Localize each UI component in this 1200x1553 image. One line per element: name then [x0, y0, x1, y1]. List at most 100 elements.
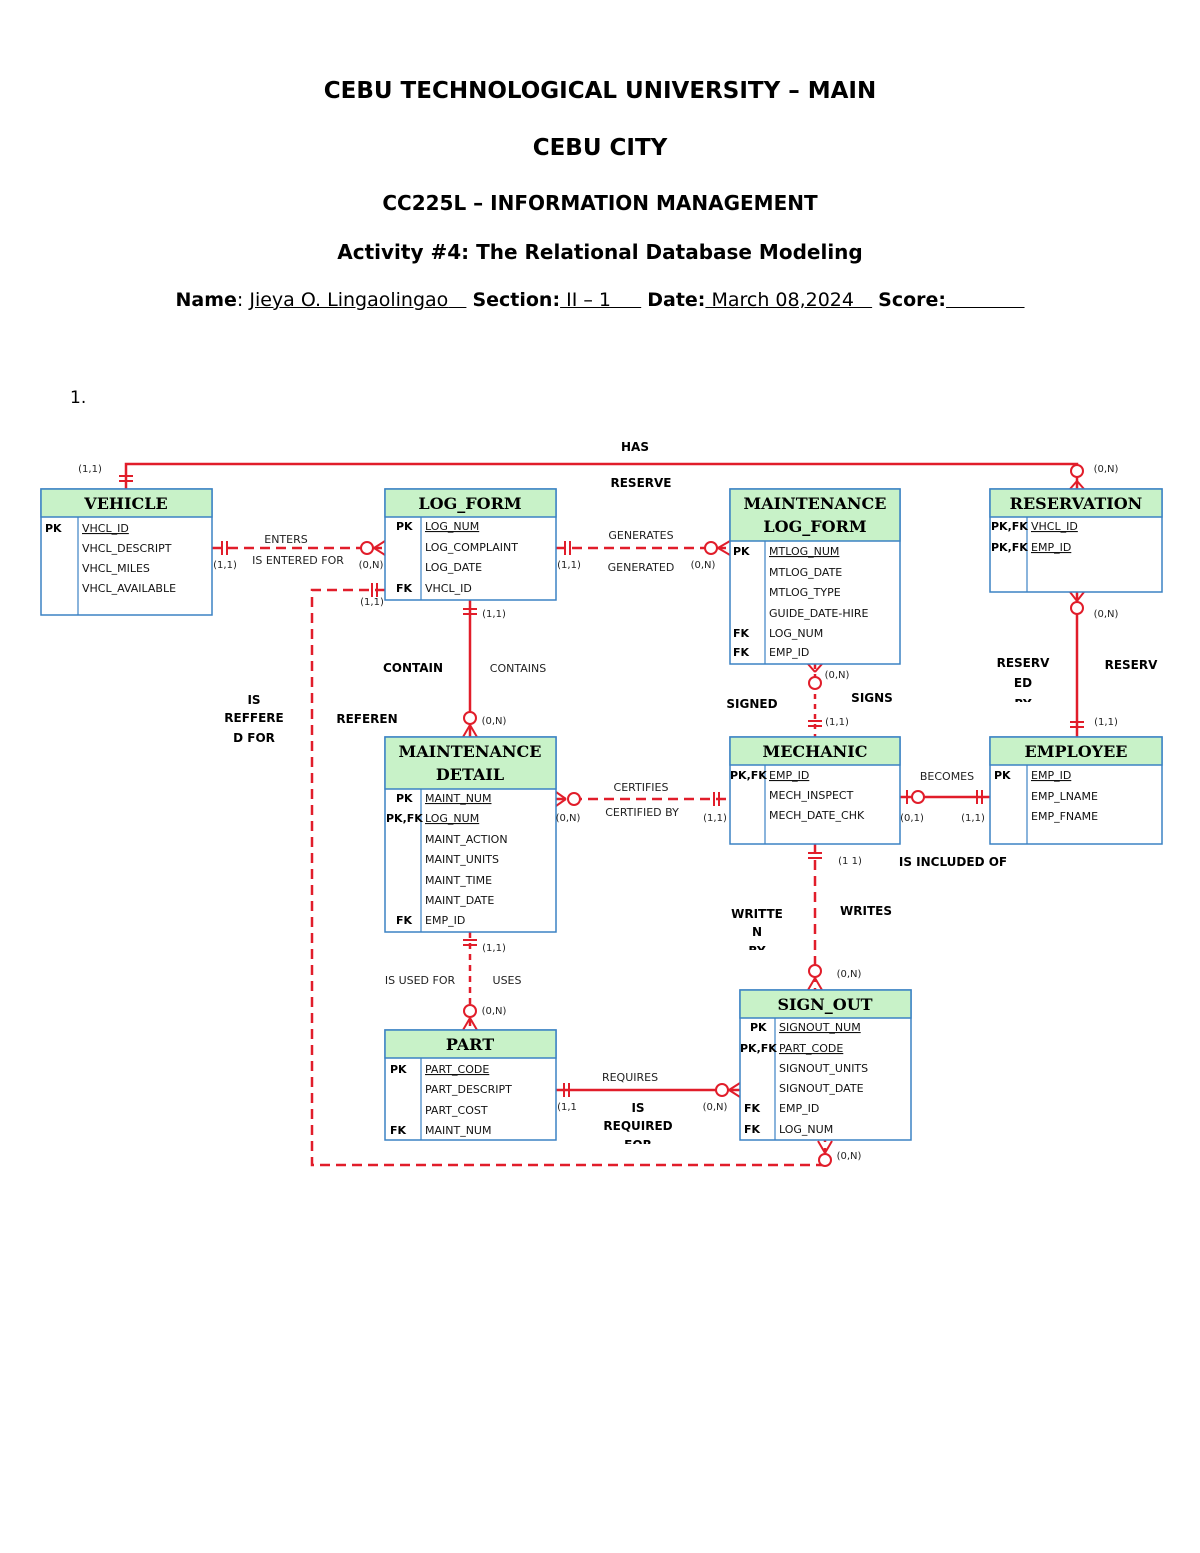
card-uses-part: (0,N) — [482, 1006, 507, 1017]
employee-attr-2: EMP_FNAME — [1031, 810, 1098, 823]
label-is-entered-for: IS ENTERED FOR — [252, 554, 344, 567]
label-reserve: RESERVE — [610, 476, 671, 490]
md-attr-2: MAINT_ACTION — [425, 833, 508, 846]
maintenance-log-form-title-1: MAINTENANCE — [744, 494, 887, 513]
rel-certifies-line — [555, 791, 730, 807]
mlf-key-5: FK — [733, 646, 750, 659]
city-title: CEBU CITY — [532, 135, 668, 161]
university-title: CEBU TECHNOLOGICAL UNIVERSITY – MAIN — [323, 78, 877, 104]
entity-sign-out[interactable]: SIGN_OUT PK SIGNOUT_NUM PK,FK PART_CODE … — [739, 989, 912, 1141]
label-written-1: WRITTE — [731, 907, 783, 921]
rel-generates-line — [556, 540, 731, 556]
label-generates: GENERATES — [608, 529, 673, 542]
part-attr-2: PART_COST — [425, 1104, 488, 1117]
label-generated: GENERATED — [608, 561, 675, 574]
so-attr-1: PART_CODE — [779, 1042, 843, 1055]
so-key-1: PK,FK — [740, 1042, 777, 1055]
label-written-3: BY — [748, 944, 765, 958]
card-enters-logform: (0,N) — [359, 560, 384, 571]
employee-attr-0: EMP_ID — [1031, 769, 1071, 782]
mechanic-attr-1: MECH_INSPECT — [769, 789, 854, 802]
reservation-key-0: PK,FK — [991, 520, 1028, 533]
label-reserved-2: ED — [1014, 676, 1032, 690]
entity-mechanic[interactable]: MECHANIC PK,FK EMP_ID MECH_INSPECT MECH_… — [729, 736, 901, 845]
label-becomes: BECOMES — [920, 770, 974, 783]
label-reserv: RESERV — [1105, 658, 1159, 672]
md-key-1: PK,FK — [386, 812, 423, 825]
log-form-attr-2: LOG_DATE — [425, 561, 482, 574]
card-uses-md: (1,1) — [482, 943, 506, 954]
label-certifies: CERTIFIES — [614, 781, 669, 794]
label-required-1: IS — [631, 1101, 644, 1115]
label-enters: ENTERS — [264, 533, 307, 546]
label-signs: SIGNS — [851, 691, 893, 705]
so-key-4: FK — [744, 1102, 761, 1115]
course-title: CC225L – INFORMATION MANAGEMENT — [382, 191, 818, 215]
mlf-attr-2: MTLOG_TYPE — [769, 586, 841, 599]
name-value: Jieya O. Lingaolingao — [249, 289, 449, 311]
vehicle-title: VEHICLE — [83, 494, 167, 513]
card-has-reservation: (0,N) — [1094, 464, 1119, 475]
so-attr-2: SIGNOUT_UNITS — [779, 1062, 868, 1075]
mechanic-attr-2: MECH_DATE_CHK — [769, 809, 865, 822]
log-form-title: LOG_FORM — [418, 494, 521, 513]
label-required-3: FOR — [624, 1138, 652, 1152]
label-reffered-1: IS — [247, 693, 260, 707]
card-requires-part: (1,1 — [557, 1102, 577, 1113]
log-form-key-3: FK — [396, 582, 413, 595]
entity-maintenance-log-form[interactable]: MAINTENANCE LOG_FORM PK MTLOG_NUM MTLOG_… — [729, 488, 901, 665]
card-enters-vehicle: (1,1) — [213, 560, 237, 571]
log-form-key-0: PK — [396, 520, 413, 533]
so-attr-5: LOG_NUM — [779, 1123, 833, 1136]
so-attr-0: SIGNOUT_NUM — [779, 1021, 861, 1034]
mlf-key-0: PK — [733, 545, 750, 558]
entity-log-form[interactable]: LOG_FORM PK LOG_NUM LOG_COMPLAINT LOG_DA… — [384, 488, 557, 601]
card-reffered-signout: (0,N) — [837, 1151, 862, 1162]
card-becomes-mechanic: (0,1) — [900, 813, 924, 824]
md-attr-0: MAINT_NUM — [425, 792, 491, 805]
section-value: II – 1 — [560, 289, 611, 311]
mechanic-title: MECHANIC — [762, 742, 867, 761]
card-certifies-md: (0,N) — [556, 813, 581, 824]
label-certified-by: CERTIFIED BY — [605, 806, 679, 819]
employee-title: EMPLOYEE — [1025, 742, 1128, 761]
label-written-2: N — [752, 925, 762, 939]
part-key-3: FK — [390, 1124, 407, 1137]
mlf-key-4: FK — [733, 627, 750, 640]
label-contain: CONTAIN — [383, 661, 443, 675]
maintenance-detail-title-2: DETAIL — [436, 765, 504, 784]
item-number: 1. — [70, 388, 87, 408]
rel-contain-line — [462, 600, 478, 738]
entity-vehicle[interactable]: VEHICLE PK VHCL_ID VHCL_DESCRIPT VHCL_MI… — [40, 488, 213, 616]
mlf-attr-4: LOG_NUM — [769, 627, 823, 640]
so-attr-4: EMP_ID — [779, 1102, 819, 1115]
mlf-attr-0: MTLOG_NUM — [769, 545, 839, 558]
vehicle-attr-3: VHCL_AVAILABLE — [82, 582, 176, 595]
md-key-6: FK — [396, 914, 413, 927]
log-form-attr-1: LOG_COMPLAINT — [425, 541, 518, 554]
md-attr-3: MAINT_UNITS — [425, 853, 499, 866]
log-form-attr-3: VHCL_ID — [425, 582, 472, 595]
vehicle-key-0: PK — [45, 522, 62, 535]
entity-employee[interactable]: EMPLOYEE PK EMP_ID EMP_LNAME EMP_FNAME — [989, 736, 1163, 845]
rel-requires-line — [556, 1082, 741, 1098]
card-reserved-employee: (1,1) — [1094, 717, 1118, 728]
entity-part[interactable]: PART PK PART_CODE PART_DESCRIPT PART_COS… — [384, 1029, 557, 1141]
entity-reservation[interactable]: RESERVATION PK,FK VHCL_ID PK,FK EMP_ID — [989, 488, 1163, 593]
rel-enters-line — [212, 540, 386, 556]
label-reserved-3: BY — [1014, 697, 1031, 711]
card-contain-logform: (1,1) — [482, 609, 506, 620]
vehicle-attr-1: VHCL_DESCRIPT — [82, 542, 172, 555]
activity-title: Activity #4: The Relational Database Mod… — [337, 240, 863, 264]
reservation-key-1: PK,FK — [991, 541, 1028, 554]
label-contains: CONTAINS — [490, 662, 546, 675]
card-has-vehicle: (1,1) — [78, 464, 102, 475]
label-has: HAS — [621, 440, 649, 454]
section-label: Section: — [472, 289, 561, 311]
entity-maintenance-detail[interactable]: MAINTENANCE DETAIL PK MAINT_NUM PK,FK LO… — [384, 736, 557, 933]
part-attr-1: PART_DESCRIPT — [425, 1083, 512, 1096]
card-reffered-logform: (1,1) — [360, 597, 384, 608]
so-key-0: PK — [750, 1021, 767, 1034]
card-writes-signout: (0,N) — [837, 969, 862, 980]
